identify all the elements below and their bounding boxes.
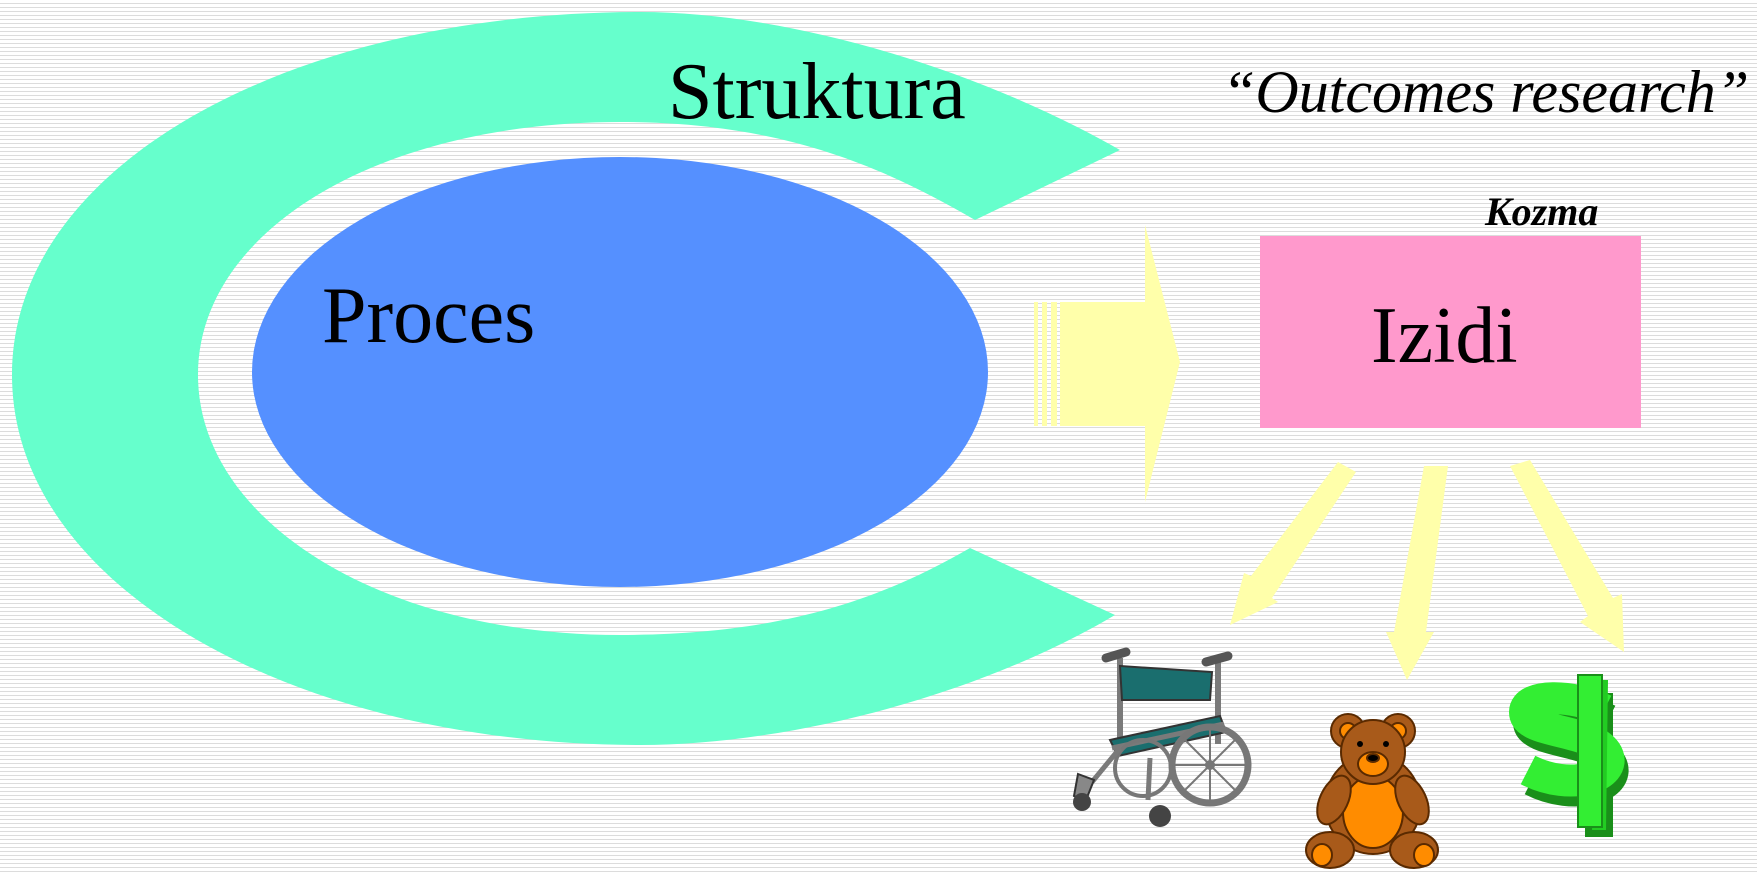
outcome-arrows bbox=[1230, 460, 1624, 680]
process-to-outcomes-arrow bbox=[1034, 225, 1180, 502]
structure-label: Struktura bbox=[668, 48, 966, 136]
arrow-to-bear bbox=[1386, 466, 1448, 680]
author-label: Kozma bbox=[1485, 189, 1599, 234]
outcomes-research-heading: “Outcomes research” bbox=[1222, 59, 1750, 125]
outcomes-box bbox=[1260, 236, 1641, 428]
process-ellipse bbox=[252, 157, 988, 587]
arrow-to-wheelchair bbox=[1230, 462, 1356, 625]
dollar-sign-icon bbox=[1508, 674, 1629, 837]
arrow-to-dollar bbox=[1510, 460, 1624, 652]
wheelchair-icon bbox=[1072, 647, 1252, 827]
structure-ring bbox=[12, 12, 1120, 745]
teddy-bear-icon bbox=[1305, 713, 1439, 869]
outcomes-label: Izidi bbox=[1371, 292, 1518, 380]
process-label: Proces bbox=[322, 272, 536, 360]
